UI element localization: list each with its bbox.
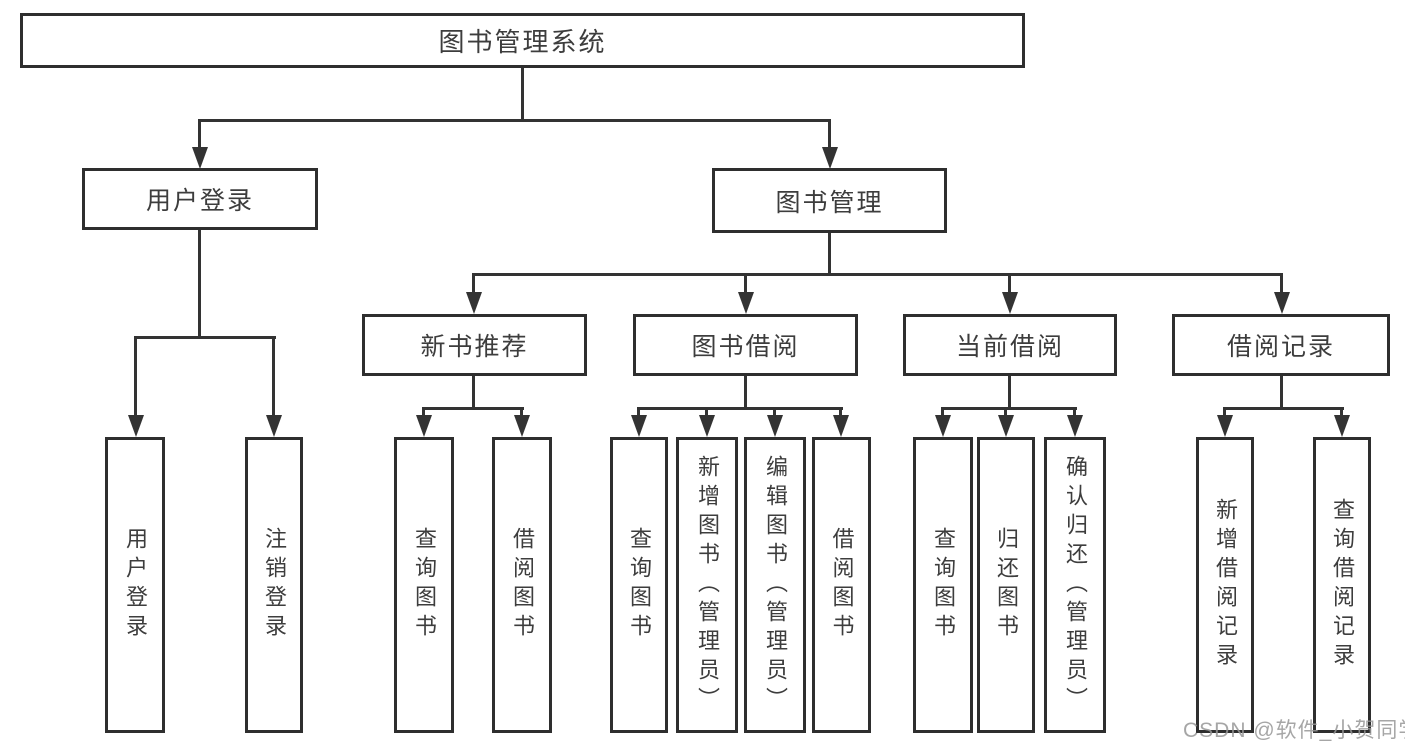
leaf-return-book-label: 归还图书	[994, 527, 1019, 643]
connector-hline	[198, 119, 831, 122]
arrow-down-icon	[630, 407, 647, 437]
connector-hline	[941, 407, 1077, 410]
arrow-down-icon	[265, 336, 282, 437]
arrow-down-icon	[127, 336, 144, 437]
arrow-down-icon	[1216, 407, 1233, 437]
watermark: CSDN @软件_小贺同学	[1183, 719, 1405, 742]
leaf-query-books-borrow: 查询图书	[610, 437, 668, 733]
node-book-borrowing: 图书借阅	[633, 314, 858, 376]
arrow-down-icon	[832, 407, 849, 437]
node-root: 图书管理系统	[20, 13, 1025, 68]
leaf-query-books-newrec: 查询图书	[394, 437, 454, 733]
arrow-down-icon	[934, 407, 951, 437]
connector-vline	[198, 230, 201, 339]
arrow-down-icon	[465, 273, 482, 314]
node-current-borrowing: 当前借阅	[903, 314, 1117, 376]
arrow-down-icon	[513, 407, 530, 437]
arrow-down-icon	[191, 119, 208, 169]
node-borrowing-records: 借阅记录	[1172, 314, 1390, 376]
leaf-query-borrow-record-label: 查询借阅记录	[1330, 498, 1355, 672]
leaf-add-book-admin-label: 新增图书（管理员）	[695, 454, 720, 716]
leaf-query-borrow-record: 查询借阅记录	[1313, 437, 1371, 733]
leaf-borrow-books-newrec: 借阅图书	[492, 437, 552, 733]
leaf-user-login: 用户登录	[105, 437, 165, 733]
leaf-borrow-books-2-label: 借阅图书	[829, 527, 855, 643]
arrow-down-icon	[821, 119, 838, 169]
arrow-down-icon	[1066, 407, 1083, 437]
connector-vline	[1008, 376, 1011, 410]
connector-vline	[472, 376, 475, 410]
node-user-login: 用户登录	[82, 168, 318, 230]
leaf-query-books-newrec-label: 查询图书	[412, 527, 437, 643]
leaf-borrow-books-2: 借阅图书	[812, 437, 871, 733]
node-new-book-recommend-label: 新书推荐	[420, 333, 529, 361]
connector-vline	[521, 68, 524, 122]
arrow-down-icon	[1273, 273, 1290, 314]
leaf-edit-book-admin: 编辑图书（管理员）	[744, 437, 806, 733]
leaf-query-books-borrow-label: 查询图书	[627, 527, 652, 643]
node-root-label: 图书管理系统	[438, 27, 607, 57]
leaf-return-book: 归还图书	[977, 437, 1035, 733]
leaf-edit-book-admin-label: 编辑图书（管理员）	[763, 454, 788, 716]
arrow-down-icon	[766, 407, 783, 437]
leaf-confirm-return-admin-label: 确认归还（管理员）	[1063, 454, 1088, 716]
arrow-down-icon	[997, 407, 1014, 437]
leaf-logout-login: 注销登录	[245, 437, 303, 733]
leaf-add-borrow-record: 新增借阅记录	[1196, 437, 1254, 733]
connector-hline	[134, 336, 276, 339]
connector-vline	[1280, 376, 1283, 410]
connector-hline	[637, 407, 843, 410]
leaf-borrow-books-newrec-label: 借阅图书	[510, 527, 535, 643]
connector-vline	[744, 376, 747, 410]
leaf-logout-login-label: 注销登录	[262, 527, 287, 643]
node-book-management-label: 图书管理	[775, 188, 884, 217]
node-new-book-recommend: 新书推荐	[362, 314, 587, 376]
leaf-add-book-admin: 新增图书（管理员）	[676, 437, 738, 733]
arrow-down-icon	[1333, 407, 1350, 437]
connector-hline	[422, 407, 524, 410]
node-current-borrowing-label: 当前借阅	[955, 333, 1064, 361]
leaf-query-books-current-label: 查询图书	[931, 527, 956, 643]
arrow-down-icon	[737, 273, 754, 314]
leaf-user-login-label: 用户登录	[123, 527, 148, 643]
connector-hline	[473, 273, 1283, 276]
node-book-management: 图书管理	[712, 168, 947, 233]
node-borrowing-records-label: 借阅记录	[1226, 333, 1335, 361]
connector-hline	[1223, 407, 1344, 410]
node-user-login-label: 用户登录	[145, 187, 254, 215]
connector-vline	[828, 233, 831, 276]
leaf-query-books-current: 查询图书	[913, 437, 973, 733]
leaf-add-borrow-record-label: 新增借阅记录	[1213, 498, 1238, 672]
leaf-confirm-return-admin: 确认归还（管理员）	[1044, 437, 1106, 733]
arrow-down-icon	[698, 407, 715, 437]
arrow-down-icon	[415, 407, 432, 437]
node-book-borrowing-label: 图书借阅	[691, 333, 800, 361]
arrow-down-icon	[1001, 273, 1018, 314]
